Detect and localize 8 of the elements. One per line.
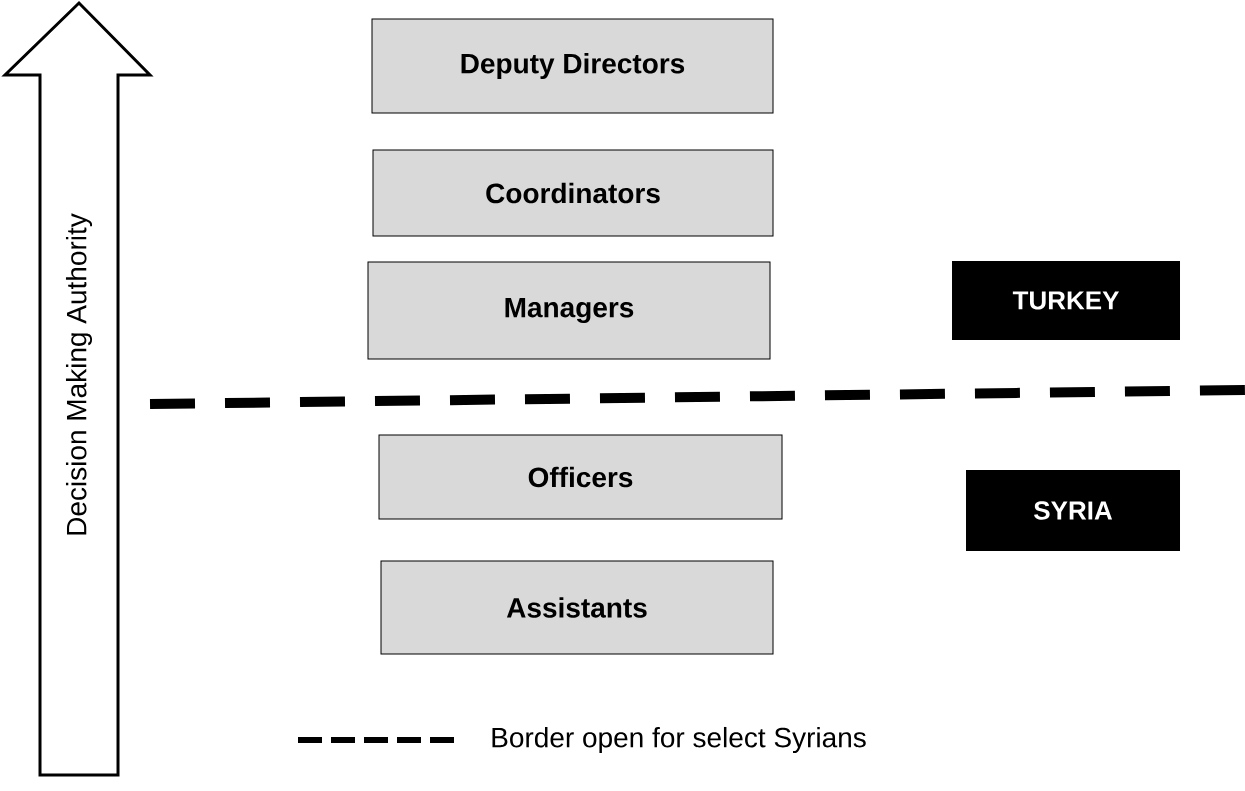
rank-box: Coordinators [372, 149, 774, 237]
rank-box: Officers [378, 434, 783, 520]
legend-text: Border open for select Syrians [492, 726, 866, 754]
rank-box: Deputy Directors [371, 18, 774, 114]
country-box: SYRIA [966, 470, 1180, 551]
rank-box: Assistants [380, 560, 774, 655]
rank-box: Managers [367, 261, 771, 360]
country-box: TURKEY [952, 261, 1180, 340]
